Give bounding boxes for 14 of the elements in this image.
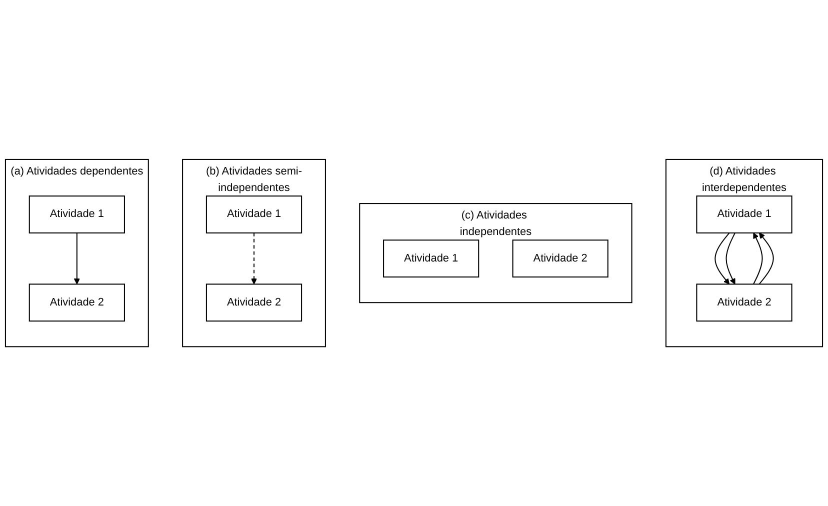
arrow [251,232,257,284]
arrow [758,232,774,284]
node-box: Atividade 2 [206,284,302,322]
arrow [74,232,80,284]
arrow [726,232,736,284]
node-box: Atividade 2 [696,284,792,322]
arrow [714,232,730,284]
node-box: Atividade 1 [28,195,125,234]
node-box: Atividade 2 [28,284,125,322]
node-box: Atividade 1 [206,195,302,234]
arrow [753,232,763,284]
node-box: Atividade 1 [696,195,792,234]
node-box: Atividade 1 [383,240,480,278]
node-box: Atividade 2 [512,240,608,278]
